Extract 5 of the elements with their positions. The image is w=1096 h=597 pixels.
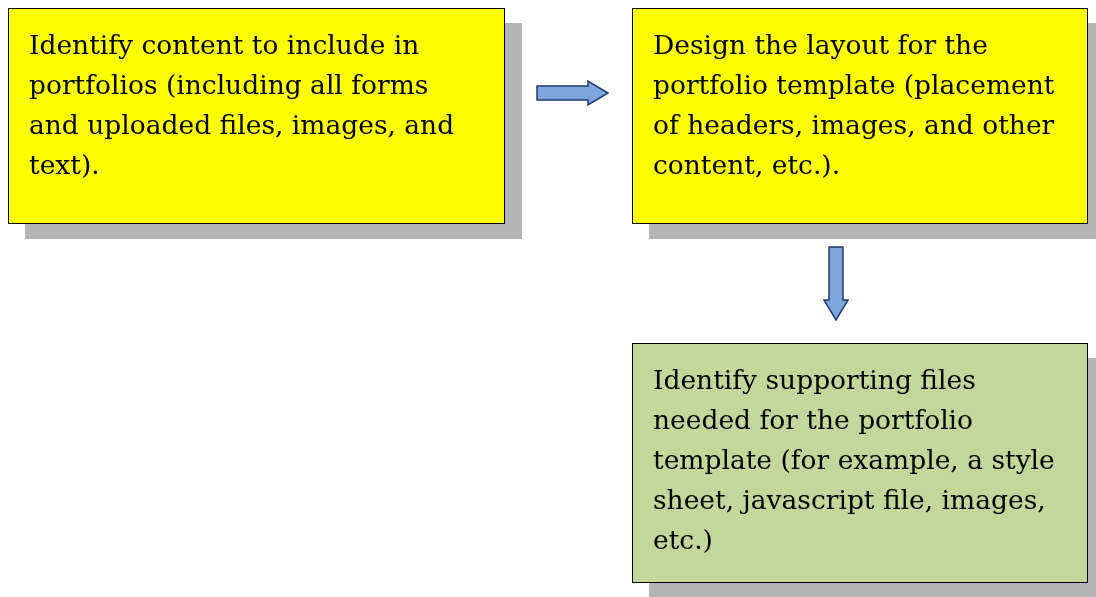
block-arrow bbox=[536, 79, 610, 107]
box-text: Identify content to include in portfolios (including all forms and uploaded files, images, and text). bbox=[29, 28, 456, 182]
box-text: Identify supporting files needed for the portfolio template (for example, a style sheet, javascript file, images, etc.) bbox=[653, 363, 1056, 557]
block-arrow bbox=[822, 246, 850, 322]
box-text: Design the layout for the portfolio template (placement of headers, images, and other content, etc.). bbox=[653, 28, 1056, 182]
